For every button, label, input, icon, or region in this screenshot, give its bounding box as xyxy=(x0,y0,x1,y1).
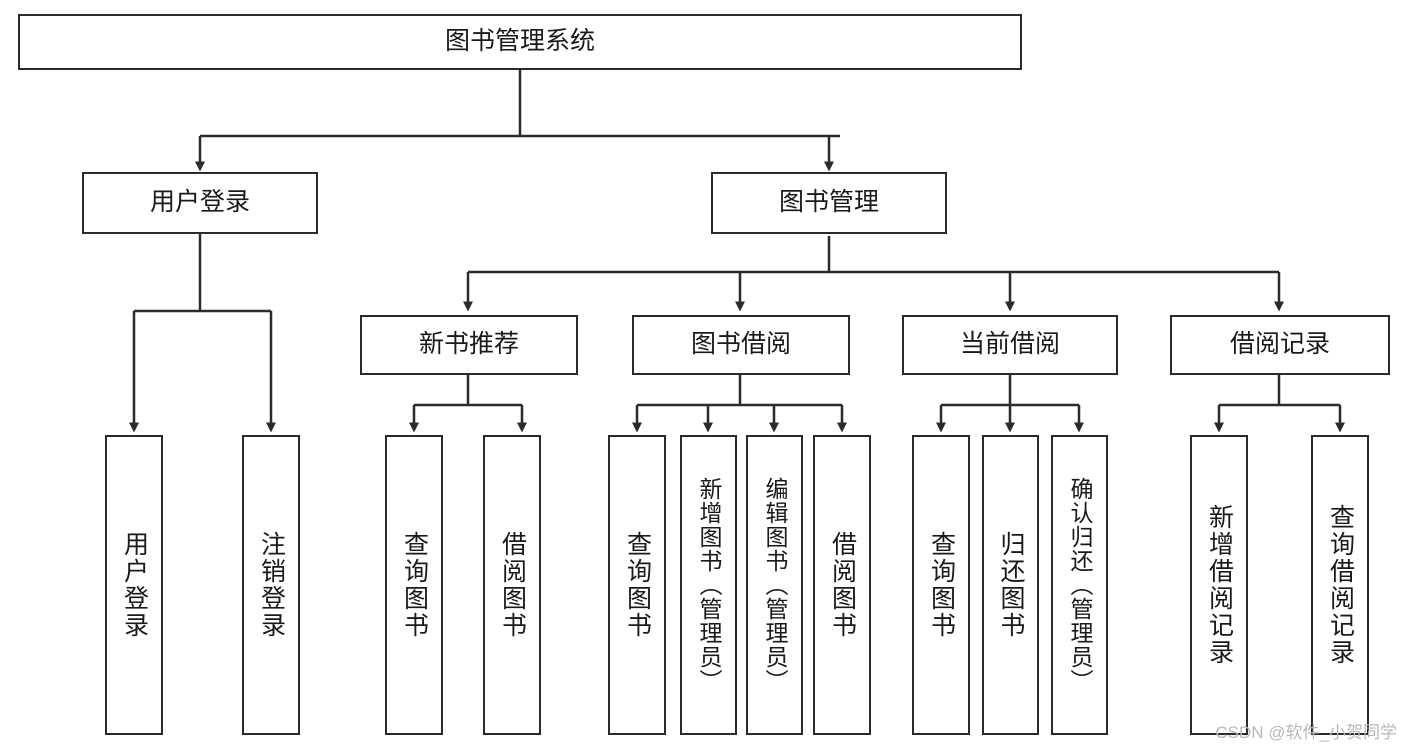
node-leaf-borrow-book-1-label: 借阅图书 xyxy=(498,531,527,639)
node-leaf-query-book-1-label: 查询图书 xyxy=(400,531,429,639)
node-leaf-return-book-label: 归还图书 xyxy=(997,531,1025,639)
node-leaf-query-record-label: 查询借阅记录 xyxy=(1326,504,1355,666)
node-leaf-query-book-3[interactable]: 查询图书 xyxy=(912,435,970,735)
node-root[interactable]: 图书管理系统 xyxy=(18,14,1022,70)
node-current-borrow[interactable]: 当前借阅 xyxy=(902,315,1118,375)
node-leaf-query-book-2[interactable]: 查询图书 xyxy=(608,435,666,735)
node-book-borrow[interactable]: 图书借阅 xyxy=(632,315,850,375)
csdn-watermark: CSDN @软件_小贺同学 xyxy=(1215,723,1397,742)
node-borrow-record[interactable]: 借阅记录 xyxy=(1170,315,1390,375)
node-book-manage-label: 图书管理 xyxy=(778,188,879,217)
node-leaf-logout-label: 注销登录 xyxy=(257,531,286,639)
node-leaf-query-book-2-label: 查询图书 xyxy=(623,531,652,639)
node-leaf-query-book-1[interactable]: 查询图书 xyxy=(385,435,443,735)
node-leaf-logout[interactable]: 注销登录 xyxy=(242,435,300,735)
node-leaf-user-login-label: 用户登录 xyxy=(120,531,149,639)
node-leaf-confirm-return-label: 确认归还（管理员） xyxy=(1067,477,1093,693)
node-book-borrow-label: 图书借阅 xyxy=(690,330,791,359)
node-new-book-recommend-label: 新书推荐 xyxy=(418,330,519,359)
node-user-login[interactable]: 用户登录 xyxy=(82,172,318,234)
node-leaf-add-book[interactable]: 新增图书（管理员） xyxy=(680,435,737,735)
node-leaf-add-record-label: 新增借阅记录 xyxy=(1205,504,1234,666)
node-leaf-add-book-label: 新增图书（管理员） xyxy=(696,477,722,693)
node-leaf-return-book[interactable]: 归还图书 xyxy=(982,435,1039,735)
node-leaf-borrow-book-2-label: 借阅图书 xyxy=(828,531,857,639)
node-leaf-query-record[interactable]: 查询借阅记录 xyxy=(1311,435,1369,735)
node-leaf-borrow-book-1[interactable]: 借阅图书 xyxy=(483,435,541,735)
node-leaf-confirm-return[interactable]: 确认归还（管理员） xyxy=(1051,435,1108,735)
node-leaf-add-record[interactable]: 新增借阅记录 xyxy=(1190,435,1248,735)
node-leaf-edit-book-label: 编辑图书（管理员） xyxy=(762,477,788,693)
node-new-book-recommend[interactable]: 新书推荐 xyxy=(360,315,578,375)
node-current-borrow-label: 当前借阅 xyxy=(959,330,1060,359)
node-root-label: 图书管理系统 xyxy=(444,27,595,56)
node-leaf-query-book-3-label: 查询图书 xyxy=(927,531,956,639)
node-book-manage[interactable]: 图书管理 xyxy=(711,172,947,234)
node-leaf-user-login[interactable]: 用户登录 xyxy=(105,435,163,735)
node-borrow-record-label: 借阅记录 xyxy=(1229,330,1330,359)
node-leaf-borrow-book-2[interactable]: 借阅图书 xyxy=(813,435,871,735)
node-leaf-edit-book[interactable]: 编辑图书（管理员） xyxy=(746,435,803,735)
node-user-login-label: 用户登录 xyxy=(149,188,250,217)
